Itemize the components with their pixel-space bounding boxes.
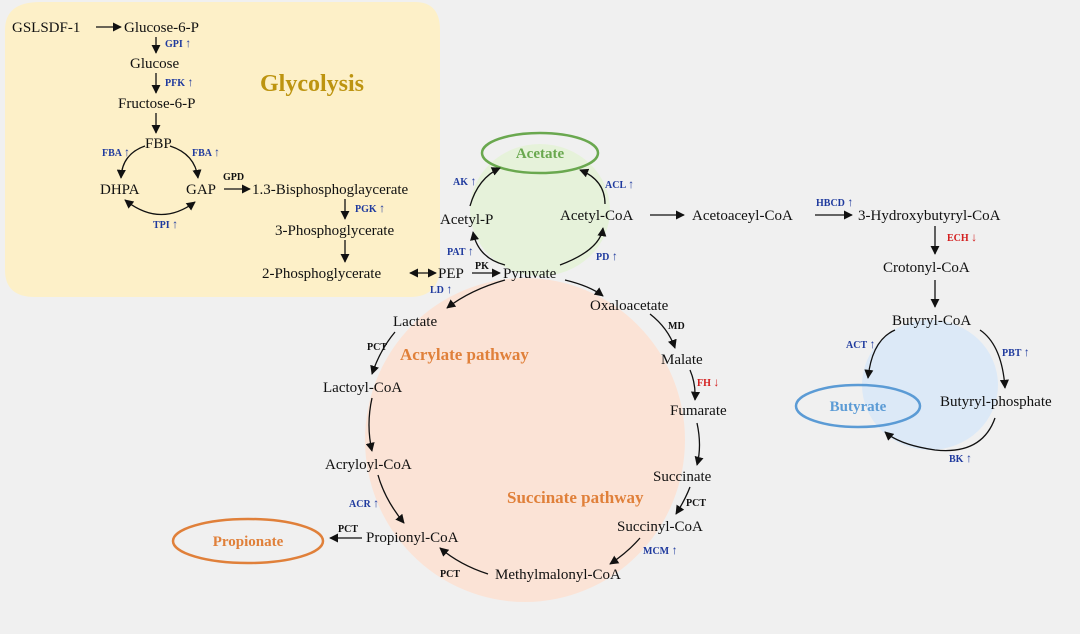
enzyme-tpi: TPI ↑	[153, 217, 178, 231]
acryloyl-coa-label: Acryloyl-CoA	[325, 457, 412, 473]
enzyme-hbcd: HBCD ↑	[816, 195, 853, 209]
propionate-product-oval	[171, 517, 325, 565]
arrow-acetyl-coa-to-acetate	[579, 168, 606, 205]
2-phosphoglycerate-label: 2-Phosphoglycerate	[262, 266, 381, 282]
arrow-fbp-to-dhpa	[116, 145, 146, 179]
bisphosphoglycerate-label: 1.3-Bisphosphoglaycerate	[252, 182, 409, 198]
acetyl-coa-label: Acetyl-CoA	[560, 208, 633, 224]
glycolysis-title: Glycolysis	[260, 71, 364, 97]
succinate-label: Succinate	[653, 469, 712, 485]
lactate-label: Lactate	[393, 314, 437, 330]
arrow-fumarate-to-succinate	[694, 422, 704, 466]
pep-label: PEP	[438, 266, 464, 282]
succinyl-coa-label: Succinyl-CoA	[617, 519, 703, 535]
acetate-product-oval	[480, 131, 600, 175]
acrylate-succinate-region	[365, 278, 685, 602]
arrow-succinyl-coa-to-methylmalonyl	[609, 537, 641, 565]
arrow-oxaloacetate-to-malate	[649, 313, 677, 349]
arrow-pyruvate-to-oxaloacetate	[564, 279, 604, 297]
arrow-lactoyl-coa-to-acryloyl-coa	[365, 397, 375, 452]
enzyme-fba-left: FBA ↑	[102, 145, 130, 159]
acetate-product-label: Acetate	[516, 146, 565, 162]
acetoacetyl-coa-label: Acetoaceyl-CoA	[692, 208, 793, 224]
gap-label: GAP	[186, 182, 216, 198]
arrow-tpi-cycle	[124, 199, 196, 216]
enzyme-pk: PK	[475, 261, 489, 272]
glucose-label: Glucose	[130, 56, 179, 72]
dhpa-label: DHPA	[100, 182, 140, 198]
hydroxybutyryl-coa-label: 3-Hydroxybutyryl-CoA	[858, 208, 1001, 224]
enzyme-mcm: MCM ↑	[643, 543, 678, 557]
arrow-butyryl-phosphate-to-butyrate	[884, 417, 996, 452]
butyrate-product-label: Butyrate	[830, 399, 887, 415]
enzyme-pct-lactate: PCT	[367, 342, 387, 353]
enzyme-bk: BK ↑	[949, 451, 972, 465]
succinate-pathway-title: Succinate pathway	[507, 488, 644, 507]
propionyl-coa-label: Propionyl-CoA	[366, 530, 459, 546]
fructose-6-p-label: Fructose-6-P	[118, 96, 196, 112]
enzyme-gpd: GPD	[223, 172, 244, 183]
enzyme-act: ACT ↑	[846, 337, 875, 351]
enzyme-ech: ECH ↓	[947, 230, 977, 244]
gslsdf-label: GSLSDF-1	[12, 20, 80, 36]
enzyme-pct-propionyl: PCT	[338, 524, 358, 535]
methylmalonyl-coa-label: Methylmalonyl-CoA	[495, 567, 621, 583]
enzyme-ld: LD ↑	[430, 282, 452, 296]
arrow-fbp-to-gap	[169, 145, 202, 179]
enzyme-acl: ACL ↑	[605, 177, 634, 191]
butyryl-phosphate-label: Butyryl-phosphate	[940, 394, 1052, 410]
malate-label: Malate	[661, 352, 703, 368]
enzyme-pbt: PBT ↑	[1002, 345, 1030, 359]
glucose-6-p-label: Glucose-6-P	[124, 20, 199, 36]
propionate-product-label: Propionate	[213, 534, 284, 550]
3-phosphoglycerate-label: 3-Phosphoglycerate	[275, 223, 394, 239]
glycolysis-region	[5, 2, 440, 297]
enzyme-fh: FH ↓	[697, 375, 719, 389]
arrow-pyruvate-to-acetyl-p	[470, 231, 506, 266]
butyryl-coa-label: Butyryl-CoA	[892, 313, 971, 329]
enzyme-gpi: GPI ↑	[165, 36, 191, 50]
arrow-butyryl-coa-to-butyryl-phosphate	[979, 329, 1009, 389]
arrow-succinate-to-succinyl-coa	[675, 486, 691, 515]
enzyme-pfk: PFK ↑	[165, 75, 194, 89]
acetyl-p-label: Acetyl-P	[440, 212, 493, 228]
enzyme-pct-succinate: PCT	[686, 498, 706, 509]
acetate-cycle-region	[470, 144, 610, 276]
enzyme-md: MD	[668, 321, 685, 332]
arrow-pyruvate-to-acetyl-coa	[559, 227, 607, 266]
lactoyl-coa-label: Lactoyl-CoA	[323, 380, 402, 396]
enzyme-pat: PAT ↑	[447, 244, 474, 258]
enzyme-pct-methylmalonyl: PCT	[440, 569, 460, 580]
arrow-malate-to-fumarate	[689, 369, 701, 401]
pyruvate-label: Pyruvate	[503, 266, 557, 282]
fbp-label: FBP	[145, 136, 172, 152]
butyrate-cycle-region	[862, 320, 998, 450]
arrow-methylmalonyl-to-propionyl	[439, 547, 489, 575]
acrylate-pathway-title: Acrylate pathway	[400, 345, 529, 364]
arrow-butyryl-coa-to-butyrate	[864, 329, 896, 379]
arrow-acetyl-p-to-acetate	[469, 167, 501, 207]
arrow-lactate-to-lactoyl-coa	[370, 331, 396, 375]
enzyme-ak: AK ↑	[453, 174, 477, 188]
oxaloacetate-label: Oxaloacetate	[590, 298, 669, 314]
enzyme-fba-right: FBA ↑	[192, 145, 220, 159]
enzyme-acr: ACR ↑	[349, 496, 379, 510]
fumarate-label: Fumarate	[670, 403, 727, 419]
crotonyl-coa-label: Crotonyl-CoA	[883, 260, 970, 276]
arrow-acryloyl-coa-to-propionyl-coa	[377, 474, 405, 524]
butyrate-product-oval	[794, 383, 922, 429]
arrow-pyruvate-to-lactate	[446, 279, 506, 309]
enzyme-pd: PD ↑	[596, 249, 618, 263]
enzyme-pgk: PGK ↑	[355, 201, 385, 215]
